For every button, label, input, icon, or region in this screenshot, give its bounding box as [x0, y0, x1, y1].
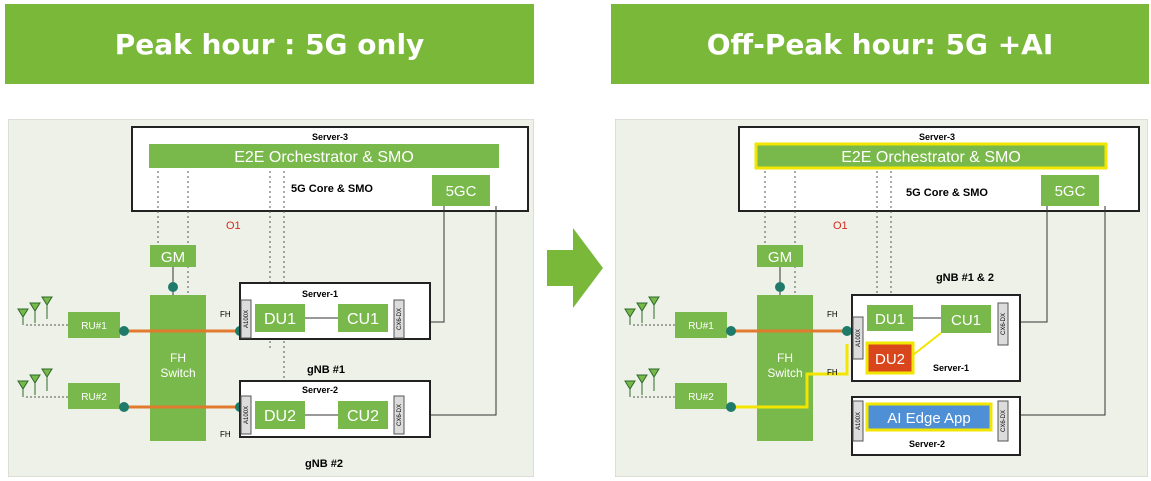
- port-dot: [119, 326, 129, 336]
- du2-box-highlighted: [865, 341, 915, 375]
- fh-label: FH: [827, 368, 838, 377]
- link-5gc-server2: [1009, 206, 1106, 416]
- fh-switch-label: Switch: [767, 366, 802, 380]
- gnb1-label: gNB #1: [307, 364, 345, 376]
- fh-switch-label: Switch: [160, 366, 195, 380]
- gm-label: GM: [161, 249, 185, 266]
- du1-box: [255, 304, 305, 332]
- nic-cx6: [997, 302, 1009, 346]
- nic-a100x: [240, 395, 252, 435]
- cu1-box: [338, 304, 388, 332]
- gnb12-label: gNB #1 & 2: [936, 272, 994, 284]
- ru1-box: [675, 312, 727, 338]
- ru2-box: [675, 383, 727, 409]
- ru1-box: [68, 312, 120, 338]
- cu2-box: [338, 401, 388, 429]
- fh-switch-label: FH: [777, 351, 793, 365]
- orchestrator-box: [149, 144, 499, 168]
- ru2-label: RU#2: [688, 392, 714, 403]
- antenna-icon: [624, 368, 660, 397]
- port-dot: [842, 326, 852, 336]
- fh-link-ru2-rerouted: [731, 344, 849, 409]
- server3-label: Server-3: [919, 132, 955, 142]
- title-offpeak: Off-Peak hour: 5G +AI: [706, 27, 1054, 61]
- core-label: 5G Core & SMO: [291, 183, 373, 195]
- port-dot: [775, 282, 785, 292]
- antenna-icon: [17, 368, 53, 397]
- nic-label: A100X: [856, 412, 862, 430]
- orchestrator-label: E2E Orchestrator & SMO: [841, 149, 1021, 166]
- nic-a100x: [240, 299, 252, 339]
- fivegc-label: 5GC: [1055, 183, 1086, 200]
- port-dot: [726, 326, 736, 336]
- gnb2-label: gNB #2: [305, 458, 343, 470]
- offpeak-hour-diagram: Server-3 E2E Orchestrator & SMO 5G Core …: [615, 119, 1148, 477]
- fh-label: FH: [220, 310, 231, 319]
- fh-switch-box: [757, 295, 813, 441]
- port-dot: [168, 282, 178, 292]
- nic-label: A100X: [856, 329, 862, 347]
- fh-label: FH: [220, 430, 231, 439]
- du1-label: DU1: [875, 311, 905, 328]
- nic-label: A100X: [244, 406, 250, 424]
- server2-label: Server-2: [302, 385, 338, 395]
- nic-cx6: [997, 400, 1009, 442]
- fivegc-box: [1041, 175, 1099, 206]
- server2-label: Server-2: [909, 439, 945, 449]
- du2-label: DU2: [875, 351, 905, 368]
- title-banner-peak: Peak hour : 5G only: [5, 4, 534, 84]
- du2-box: [255, 401, 305, 429]
- link-5gc-cu2: [419, 206, 497, 416]
- o1-label: O1: [226, 220, 241, 232]
- gm-box: [150, 245, 196, 267]
- fh-switch-label: FH: [170, 351, 186, 365]
- nic-cx6: [393, 395, 405, 435]
- core-label: 5G Core & SMO: [906, 187, 988, 199]
- ai-edge-app-box: [865, 402, 993, 432]
- fh-switch-box: [150, 295, 206, 441]
- server1-label: Server-1: [933, 363, 969, 373]
- server1-label: Server-1: [302, 289, 338, 299]
- orchestrator-box-highlighted: [754, 142, 1108, 170]
- cu1-box: [941, 305, 991, 333]
- du2-label: DU2: [264, 408, 296, 425]
- nic-label: CX6-DX: [397, 308, 403, 330]
- orchestrator-label: E2E Orchestrator & SMO: [234, 149, 414, 166]
- du1-label: DU1: [264, 311, 296, 328]
- link-5gc-server1: [1009, 206, 1048, 323]
- nic-a100x: [852, 316, 864, 360]
- server3-label: Server-3: [312, 132, 348, 142]
- nic-cx6: [393, 299, 405, 339]
- title-banner-offpeak: Off-Peak hour: 5G +AI: [611, 4, 1149, 84]
- fivegc-label: 5GC: [446, 183, 477, 200]
- du1-box: [867, 305, 913, 331]
- cu1-label: CU1: [951, 312, 981, 329]
- title-peak: Peak hour : 5G only: [114, 27, 425, 61]
- nic-label: CX6-DX: [1001, 410, 1007, 432]
- gm-label: GM: [768, 249, 792, 266]
- nic-a100x: [852, 400, 864, 442]
- port-dot: [119, 402, 129, 412]
- du2-cu-link: [912, 332, 942, 356]
- ru1-label: RU#1: [81, 321, 107, 332]
- antenna-icon: [17, 296, 53, 325]
- o1-label: O1: [833, 220, 848, 232]
- nic-label: CX6-DX: [397, 404, 403, 426]
- ai-edge-app-label: AI Edge App: [887, 410, 970, 427]
- ru2-box: [68, 383, 120, 409]
- peak-hour-diagram: Server-3 E2E Orchestrator & SMO 5G Core …: [8, 119, 534, 477]
- ru2-label: RU#2: [81, 392, 107, 403]
- nic-label: CX6-DX: [1001, 313, 1007, 335]
- port-dot: [726, 402, 736, 412]
- nic-label: A100X: [244, 310, 250, 328]
- fh-label: FH: [827, 310, 838, 319]
- transition-arrow-icon: [547, 228, 603, 308]
- cu1-label: CU1: [347, 311, 379, 328]
- fivegc-box: [432, 175, 490, 206]
- ru1-label: RU#1: [688, 321, 714, 332]
- cu2-label: CU2: [347, 408, 379, 425]
- antenna-icon: [624, 296, 660, 325]
- gm-box: [757, 245, 803, 267]
